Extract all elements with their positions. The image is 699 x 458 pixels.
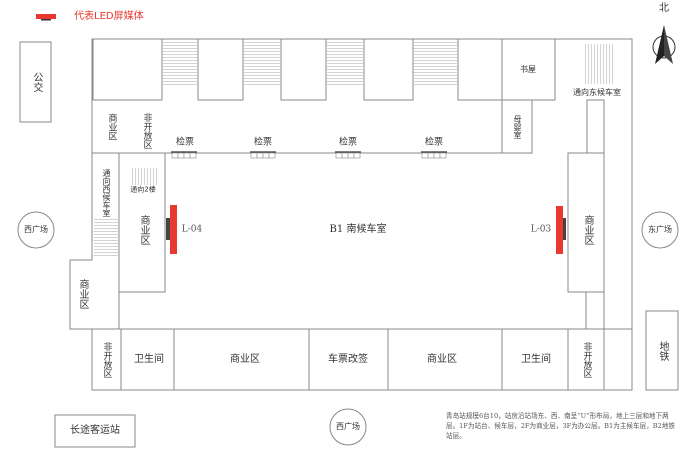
bottom-nonpublic-west-label: 非开放区 — [101, 342, 112, 378]
mother-baby-label: 母婴室 — [513, 115, 522, 139]
bottom-restroom-west-label: 卫生间 — [134, 354, 164, 365]
bottom-restroom-east-label: 卫生间 — [521, 354, 551, 365]
west-square-left-circle — [17, 211, 55, 249]
ticket-gate-label: 检票 — [175, 137, 195, 148]
mother-baby-room — [501, 99, 533, 154]
stairs — [94, 40, 614, 258]
led-screen-l04[interactable] — [170, 205, 177, 254]
east-square-label: 东广场 — [648, 225, 672, 234]
west-square-bottom-label: 西广场 — [336, 422, 360, 431]
to-west-waiting-label: 通向西候车室 — [102, 169, 111, 217]
coach-station-label: 长途客运站 — [70, 425, 120, 436]
led-l04-label: L-04 — [181, 224, 203, 235]
building-outline — [69, 38, 633, 391]
led-screen-l04-mount — [166, 218, 170, 240]
north-nonpublic-label: 非开放区 — [141, 113, 152, 149]
led-screen-l03[interactable] — [556, 206, 563, 254]
to-2f-label: 通向2楼 — [130, 185, 156, 194]
to-east-waiting-label: 通向东候车室 — [573, 88, 621, 97]
bookstore-label: 书屋 — [520, 65, 536, 74]
bus-label: 公交 — [31, 72, 42, 92]
east-commercial-label: 商业区 — [582, 215, 593, 245]
bottom-ticket-change-label: 车票改签 — [328, 354, 368, 365]
led-l03-label: L-03 — [530, 224, 552, 235]
east-square-circle — [641, 211, 679, 249]
bottom-nonpublic-east-label: 非开放区 — [581, 342, 592, 378]
west-commercial-room — [118, 152, 166, 293]
ticket-gate-label: 检票 — [253, 137, 273, 148]
bottom-commercial-west-label: 商业区 — [230, 354, 260, 365]
station-description-note: 青岛站规模6台10，站房沿站场东、西、南呈“U”形布局，地上三层和地下两层。1F… — [446, 412, 676, 440]
ticket-gate-label: 检票 — [424, 137, 444, 148]
west-square-left-label: 西广场 — [24, 225, 48, 234]
led-screen-l03-mount — [563, 218, 566, 240]
west-commercial-outer-label: 商业区 — [77, 279, 88, 309]
ticket-gate-label: 检票 — [338, 137, 358, 148]
metro-box — [645, 310, 679, 391]
metro-label: 地铁 — [657, 341, 668, 361]
legend-label: 代表LED屏媒体 — [74, 11, 144, 22]
north-arrow-icon — [652, 25, 676, 64]
legend-led-swatch — [36, 14, 56, 19]
main-hall-label: B1 南候车室 — [329, 224, 387, 235]
bottom-commercial-east-label: 商业区 — [427, 354, 457, 365]
west-commercial-inner-label: 商业区 — [138, 215, 149, 245]
north-commercial-label: 商业区 — [106, 113, 117, 141]
coach-station-box — [54, 414, 136, 448]
compass-north-label: 北 — [659, 3, 669, 14]
ticket-gate-marks — [171, 151, 447, 159]
bus-box — [19, 41, 52, 123]
west-square-bottom-circle — [329, 408, 367, 446]
